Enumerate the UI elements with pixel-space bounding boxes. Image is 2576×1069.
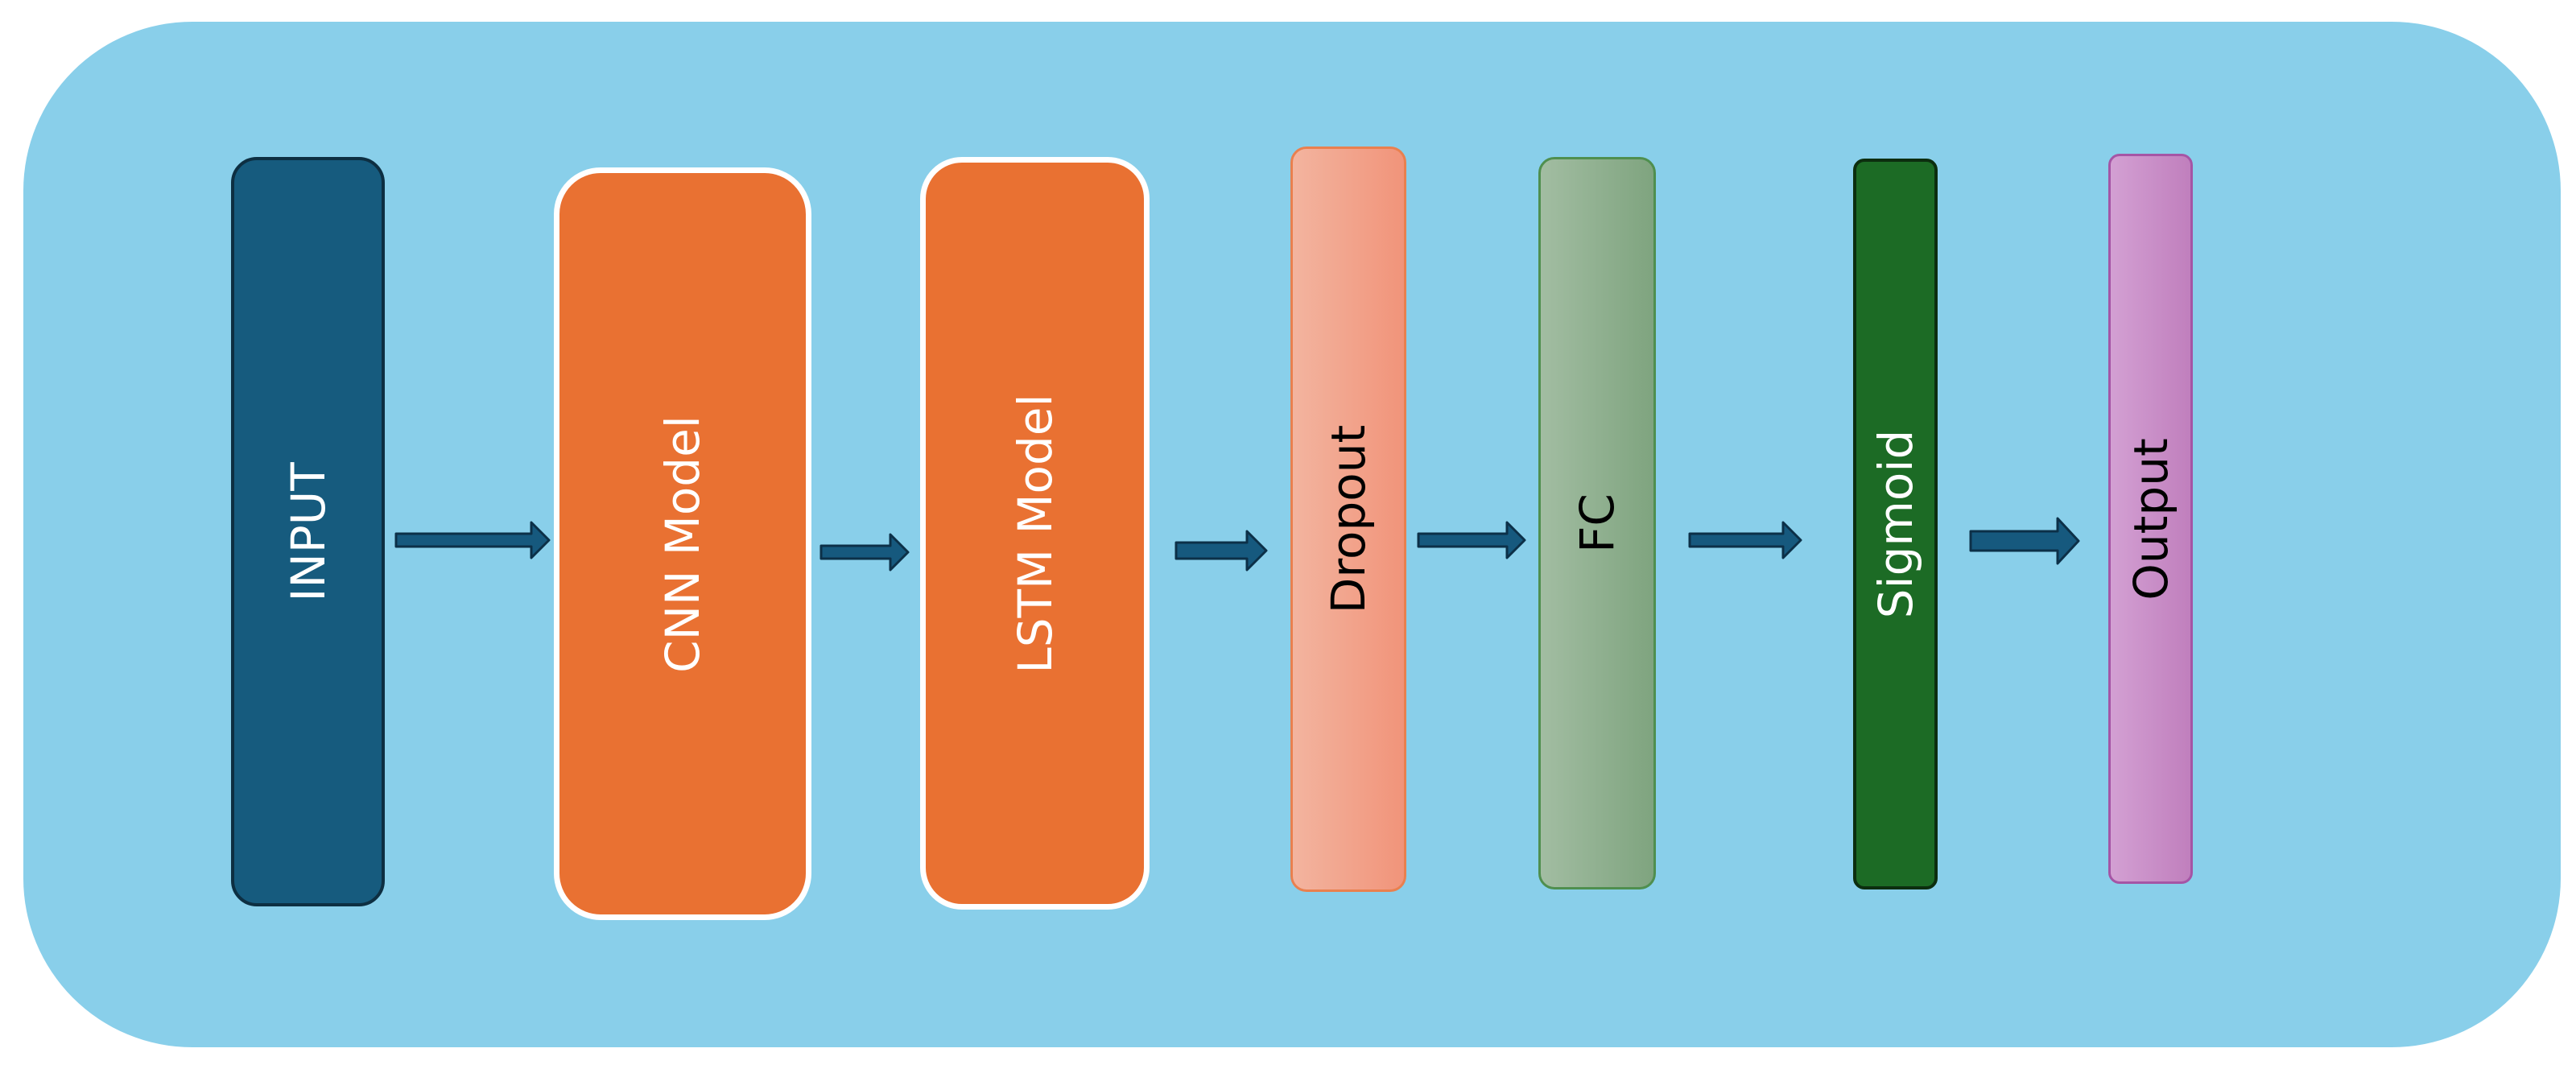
dropout-label: Dropout xyxy=(1321,424,1376,614)
arrow-right-icon xyxy=(1174,530,1268,572)
arrow-right-icon xyxy=(1969,517,2080,565)
input-block: INPUT xyxy=(231,157,385,906)
fc-label: FC xyxy=(1570,493,1624,553)
arrow-right-icon xyxy=(819,533,910,572)
fc-block: FC xyxy=(1538,157,1656,889)
arrow-right-icon xyxy=(1688,521,1802,559)
sigmoid-label: Sigmoid xyxy=(1868,429,1923,619)
arrow-right-icon xyxy=(394,521,551,559)
output-block: Output xyxy=(2108,154,2193,884)
lstm-model-block: LSTM Model xyxy=(920,157,1150,910)
input-label: INPUT xyxy=(280,461,336,602)
cnn-model-block: CNN Model xyxy=(554,167,811,920)
output-label: Output xyxy=(2123,437,2178,601)
cnn-model-label: CNN Model xyxy=(655,415,710,673)
arrow-right-icon xyxy=(1417,521,1526,559)
dropout-block: Dropout xyxy=(1290,147,1406,892)
lstm-model-label: LSTM Model xyxy=(1007,393,1063,674)
sigmoid-block: Sigmoid xyxy=(1853,159,1938,889)
